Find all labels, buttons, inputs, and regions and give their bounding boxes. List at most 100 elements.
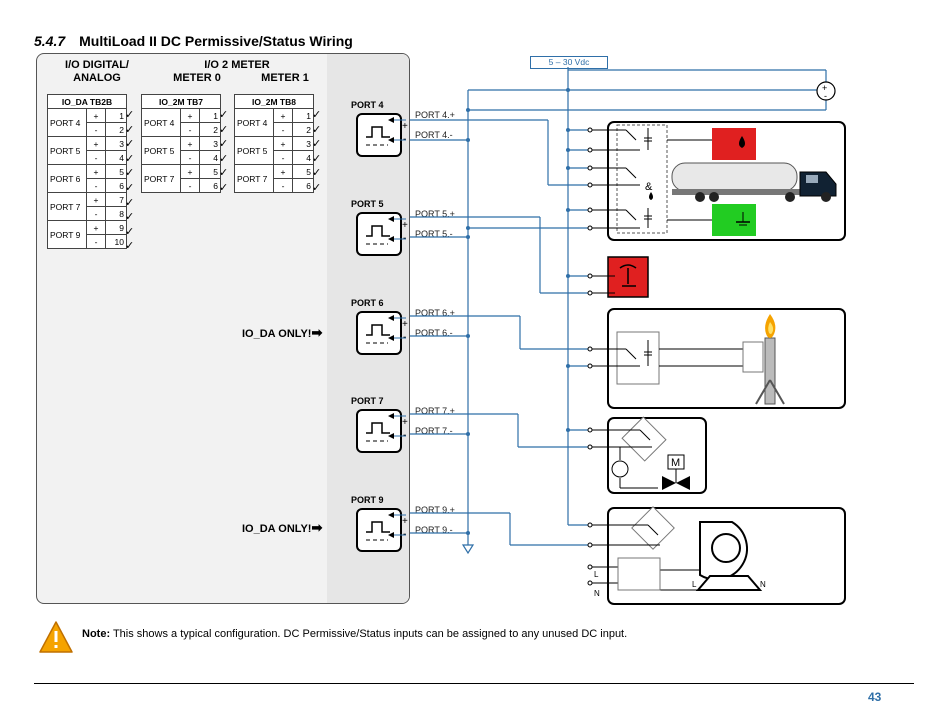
pulse-input-icon <box>366 521 390 541</box>
terminal-port-label: PORT 9 <box>47 220 87 249</box>
check-icon: ✓ <box>312 152 322 165</box>
terminal-port-label: PORT 4 <box>47 108 87 137</box>
io2-meter-header: I/O 2 METER <box>204 59 270 71</box>
port-arrows <box>386 409 406 444</box>
note-body: This shows a typical configuration. DC P… <box>110 628 628 640</box>
port-arrows <box>386 113 406 148</box>
terminal-number: 9 <box>105 220 127 235</box>
io-da-only-text: IO_DA ONLY! <box>242 328 312 340</box>
port-name: PORT 5 <box>351 199 384 209</box>
arrow-right-icon: ➡ <box>311 520 323 535</box>
terminal-port-label: PORT 7 <box>234 164 274 193</box>
svg-text:&: & <box>645 181 653 193</box>
section-number: 5.4.7 <box>34 33 66 49</box>
terminal-port-label: PORT 5 <box>141 136 181 165</box>
arrow-right-icon: ➡ <box>311 325 323 340</box>
port-plus-sign: + <box>402 121 408 132</box>
blower-n1-label: N <box>594 589 600 598</box>
port-name: PORT 4 <box>351 100 384 110</box>
contactor-icon <box>617 557 661 591</box>
check-icon: ✓ <box>312 182 322 194</box>
check-icon: ✓ <box>125 138 135 151</box>
pulse-input-icon <box>366 324 390 344</box>
port-input-block <box>356 113 402 157</box>
port-plus-sign: + <box>402 516 408 527</box>
terminal-port-label: PORT 7 <box>47 192 87 221</box>
page-number: 43 <box>868 690 882 704</box>
port-arrows <box>386 311 406 346</box>
port-minus-label: PORT 5.- <box>415 229 453 239</box>
note-label: Note: <box>82 628 111 640</box>
signal-arrows-icon <box>388 315 406 341</box>
terminal-number: 1 <box>292 108 314 123</box>
port-name: PORT 9 <box>351 495 384 505</box>
check-icon: ✓ <box>125 240 135 253</box>
terminal-port-label: PORT 4 <box>141 108 181 137</box>
signal-arrows-icon <box>388 216 406 242</box>
overfill-red-icon <box>712 128 756 160</box>
supply-plus-sign: + <box>822 83 827 93</box>
terminal-port-label: PORT 6 <box>47 164 87 193</box>
signal-arrows-icon <box>388 413 406 439</box>
blower-l2-label: L <box>692 580 697 589</box>
check-icon: ✓ <box>219 167 229 180</box>
note-text: Note: This shows a typical configuration… <box>82 628 627 640</box>
check-icon: ✓ <box>125 109 135 121</box>
section-title-text: MultiLoad II DC Permissive/Status Wiring <box>79 33 353 49</box>
port-plus-label: PORT 7.+ <box>415 406 455 416</box>
blower-n2-label: N <box>760 580 766 589</box>
check-icon: ✓ <box>312 138 322 151</box>
port-name: PORT 7 <box>351 396 384 406</box>
io-da-only-label-1: IO_DA ONLY!➡ <box>242 325 322 341</box>
motor-icon <box>611 460 629 478</box>
check-icon: ✓ <box>312 167 322 180</box>
port-arrows <box>386 212 406 247</box>
io-da-only-label-2: IO_DA ONLY!➡ <box>242 520 322 536</box>
terminal-number: 6 <box>199 178 221 193</box>
check-icon: ✓ <box>125 182 135 194</box>
terminal-number: 6 <box>292 178 314 193</box>
port-plus-sign: + <box>402 417 408 428</box>
terminal-minus: - <box>273 178 293 193</box>
terminal-port-label: PORT 5 <box>234 136 274 165</box>
motor-label: M <box>671 457 680 469</box>
meter0-header: METER 0 <box>173 72 221 84</box>
check-icon: ✓ <box>219 152 229 165</box>
motor-valve-box: M <box>587 416 707 494</box>
check-icon: ✓ <box>125 196 135 209</box>
ground-green-icon <box>712 204 756 236</box>
check-icon: ✓ <box>312 109 322 121</box>
terminal-number: 2 <box>105 122 127 137</box>
junction-dots <box>466 88 570 535</box>
flare-stack-icon <box>755 314 785 405</box>
check-icon: ✓ <box>125 225 135 238</box>
blower-fan-icon <box>695 521 763 591</box>
terminal-number: 5 <box>292 164 314 179</box>
blower-l1-label: L <box>594 570 599 579</box>
port-minus-label: PORT 4.- <box>415 130 453 140</box>
port-minus-label: PORT 6.- <box>415 328 453 338</box>
check-icon: ✓ <box>312 123 322 136</box>
io-digital-header: I/O DIGITAL/ ANALOG <box>65 59 129 84</box>
signal-arrows-icon <box>388 117 406 143</box>
port-plus-label: PORT 4.+ <box>415 110 455 120</box>
blower-device-box <box>587 506 846 605</box>
port-minus-label: PORT 7.- <box>415 426 453 436</box>
check-icon: ✓ <box>219 123 229 136</box>
supply-minus-sign: - <box>824 91 827 101</box>
check-icon: ✓ <box>125 123 135 136</box>
signal-arrows-icon <box>388 512 406 538</box>
port-plus-label: PORT 9.+ <box>415 505 455 515</box>
ground-icon <box>461 544 475 555</box>
port-minus-label: PORT 9.- <box>415 525 453 535</box>
wires <box>410 67 827 546</box>
tanker-truck-icon <box>671 162 837 202</box>
port-name: PORT 6 <box>351 298 384 308</box>
check-icon: ✓ <box>219 138 229 151</box>
meter1-header: METER 1 <box>261 72 309 84</box>
supply-voltage-label: 5 – 30 Vdc <box>530 56 608 69</box>
